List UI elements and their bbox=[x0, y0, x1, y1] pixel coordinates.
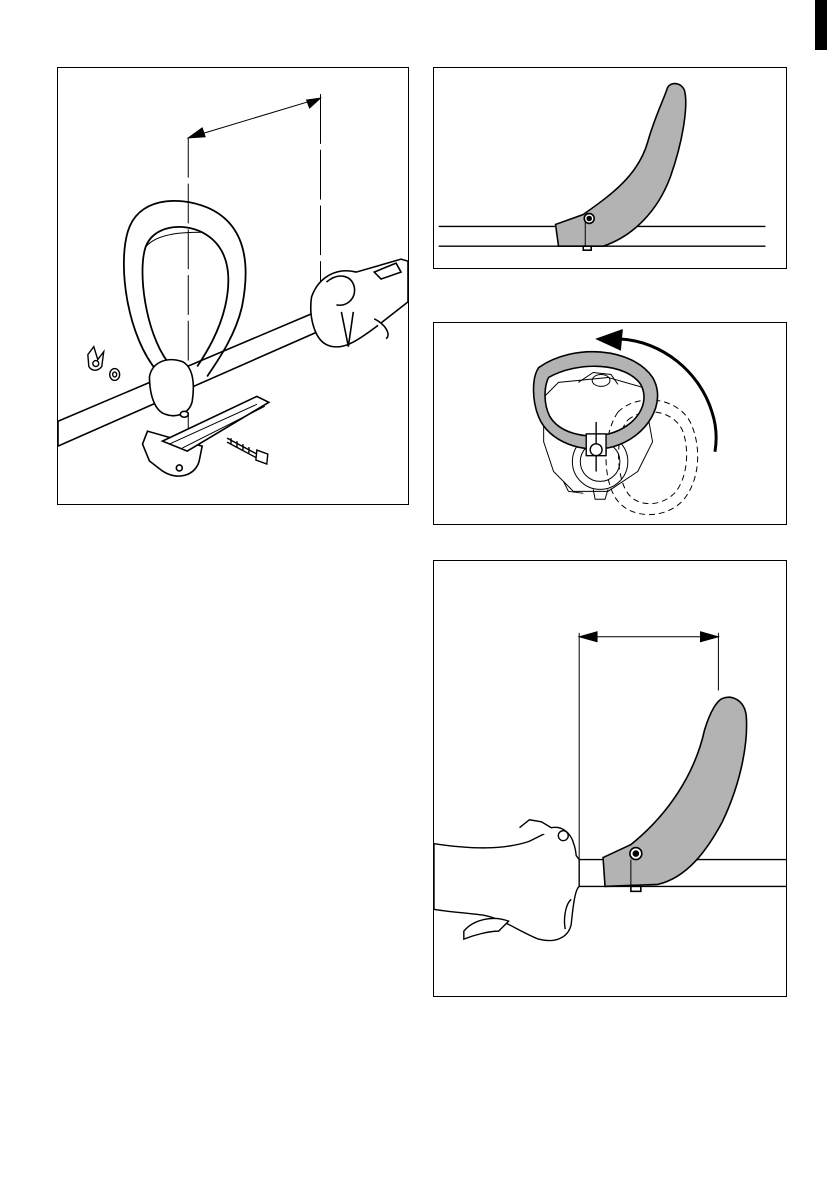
figure-loop-handle-distance bbox=[433, 560, 787, 997]
page-edge-marker bbox=[815, 0, 827, 50]
figure-loop-handle-rotation bbox=[433, 322, 787, 525]
control-handle bbox=[311, 259, 408, 347]
loop-handle-assembly-illustration bbox=[58, 68, 408, 504]
loop-handle-rotation-illustration bbox=[434, 323, 786, 524]
handle-clamp-hub bbox=[586, 422, 606, 472]
loop-handle-side-illustration bbox=[434, 68, 786, 268]
dimension-arrow bbox=[188, 94, 320, 446]
screw-icon bbox=[227, 438, 268, 464]
loop-handle-profile bbox=[556, 84, 686, 251]
control-handle bbox=[434, 820, 579, 941]
figure-loop-handle-side-view bbox=[433, 67, 787, 269]
wing-nut-icon bbox=[88, 347, 104, 371]
washer-icon bbox=[110, 369, 120, 381]
figure-loop-handle-assembly bbox=[57, 67, 409, 505]
loop-handle-profile bbox=[603, 697, 747, 891]
loop-handle-distance-illustration bbox=[434, 561, 786, 996]
